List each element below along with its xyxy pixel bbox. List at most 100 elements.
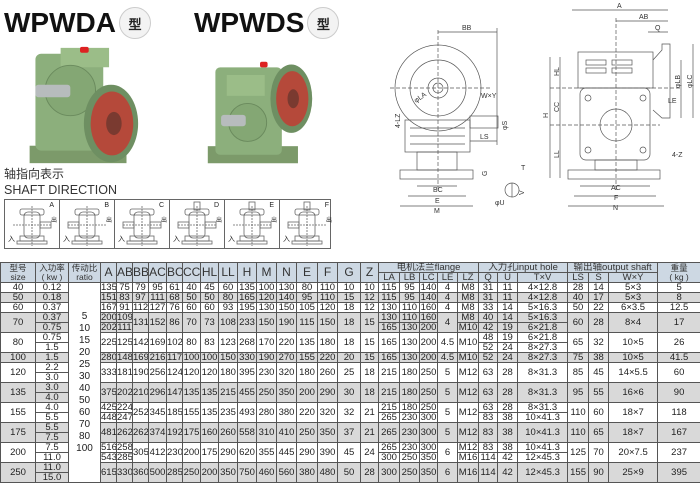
cell-size: 135 — [0, 382, 36, 403]
cell-bc: 61 — [166, 282, 183, 293]
header-kw: 入功率( kw ) — [35, 262, 69, 283]
cell-z: 24 — [360, 442, 379, 463]
ratio-value: 30 — [78, 371, 91, 382]
cell-q: 114 — [478, 462, 499, 483]
header-col: G — [337, 262, 361, 283]
cell-u: 42 — [497, 462, 519, 483]
cell-a: 425 — [100, 402, 117, 413]
cell-n: 350 — [276, 382, 297, 403]
output-mark: 出 — [215, 218, 222, 224]
cell-tv: 12×45.3 — [517, 452, 569, 463]
cell-n: 270 — [276, 352, 297, 363]
cell-kg: 5 — [657, 282, 700, 293]
header-ls: LS — [567, 272, 590, 283]
label-ac: AC — [611, 185, 621, 192]
cell-le: 5 — [437, 362, 458, 383]
input-mark: 入 — [283, 236, 290, 243]
cell-a: 481 — [100, 422, 117, 443]
cell-tv: 10×41.3 — [517, 442, 569, 453]
cell-ab: 83 — [116, 292, 133, 303]
cell-size: 70 — [0, 312, 36, 333]
cell-z: 15 — [360, 352, 379, 363]
cell-size: 40 — [0, 282, 36, 293]
cell-ll: 180 — [218, 362, 238, 383]
cell-le: 4 — [437, 292, 458, 303]
cell-lz: M12 — [456, 402, 480, 423]
cell-lb: 95 — [399, 292, 420, 303]
cell-hl: 175 — [200, 442, 219, 463]
cell-ll: 235 — [218, 402, 238, 423]
cell-le: 5 — [437, 402, 458, 423]
cell-hl: 135 — [200, 402, 219, 423]
cell-a: 448 — [100, 412, 117, 423]
cell-wy: 8×4 — [608, 312, 659, 333]
cell-la: 265 — [378, 442, 400, 453]
header-u: U — [497, 272, 519, 283]
cell-n: 140 — [276, 292, 297, 303]
cell-kw: 7.5 — [35, 442, 69, 453]
cell-g: 30 — [337, 382, 361, 403]
header-col: M — [256, 262, 277, 283]
cell-m: 250 — [256, 382, 277, 403]
cell-e: 290 — [296, 442, 318, 463]
label-bb: BB — [462, 25, 472, 32]
header-wxy: W×Y — [608, 272, 659, 283]
cell-lb: 130 — [399, 332, 420, 353]
cell-le: 4 — [437, 312, 458, 333]
cell-lz: M8 — [456, 302, 480, 313]
cell-la: 300 — [378, 452, 400, 463]
cell-q: 63 — [478, 402, 499, 413]
cell-cc: 70 — [182, 312, 201, 333]
cell-e: 200 — [296, 382, 318, 403]
header-col: BB — [132, 262, 149, 283]
wpwda-gearbox-photo — [29, 46, 139, 164]
cell-kw: 1.5 — [35, 352, 69, 363]
cell-lb: 110 — [399, 302, 420, 313]
cell-bc: 68 — [166, 292, 183, 303]
cell-e: 80 — [296, 282, 318, 293]
ratio-value: 15 — [78, 335, 91, 346]
ratio-value: 25 — [78, 359, 91, 370]
header-txv: T×V — [517, 272, 569, 283]
cell-bb: 112 — [132, 302, 149, 313]
cell-u: 19 — [497, 322, 519, 333]
cell-lb: 130 — [399, 352, 420, 363]
side-view-drawing — [390, 28, 520, 207]
cell-tv: 8×31.3 — [517, 362, 569, 383]
cell-ls: 125 — [567, 442, 590, 463]
cell-lc: 350 — [419, 462, 438, 483]
dimension-labels: BB W×Y 4-LZ φLA φS LS G BC E M T φU V A … — [395, 3, 694, 215]
cell-wy: 5×3 — [608, 282, 659, 293]
gearbox-outline-icon — [13, 206, 52, 246]
cell-kw: 3.0 — [35, 372, 69, 383]
cell-n: 560 — [276, 462, 297, 483]
cell-ll: 290 — [218, 442, 238, 463]
input-mark: 入 — [118, 236, 125, 243]
cell-lz: M8 — [456, 282, 480, 293]
cell-kw: 7.5 — [35, 432, 69, 443]
label-le: LE — [668, 98, 677, 105]
cell-n: 220 — [276, 332, 297, 353]
label-lc: φLC — [687, 75, 694, 89]
cell-ac: 95 — [148, 282, 167, 293]
cell-ac: 345 — [148, 402, 167, 423]
cell-ll: 93 — [218, 302, 238, 313]
cell-e: 180 — [296, 362, 318, 383]
cell-bc: 102 — [166, 332, 183, 353]
cell-g: 10 — [337, 282, 361, 293]
cell-ls: 28 — [567, 282, 590, 293]
header-col: N — [276, 262, 297, 283]
header-col: A — [100, 262, 117, 283]
cell-ll: 260 — [218, 422, 238, 443]
cell-wy: 10×5 — [608, 332, 659, 353]
cell-ls: 50 — [567, 302, 590, 313]
cell-z: 21 — [360, 422, 379, 443]
cell-ab: 330 — [116, 462, 133, 483]
cell-wy: 20×7.5 — [608, 442, 659, 463]
cell-le: 6 — [437, 442, 458, 463]
